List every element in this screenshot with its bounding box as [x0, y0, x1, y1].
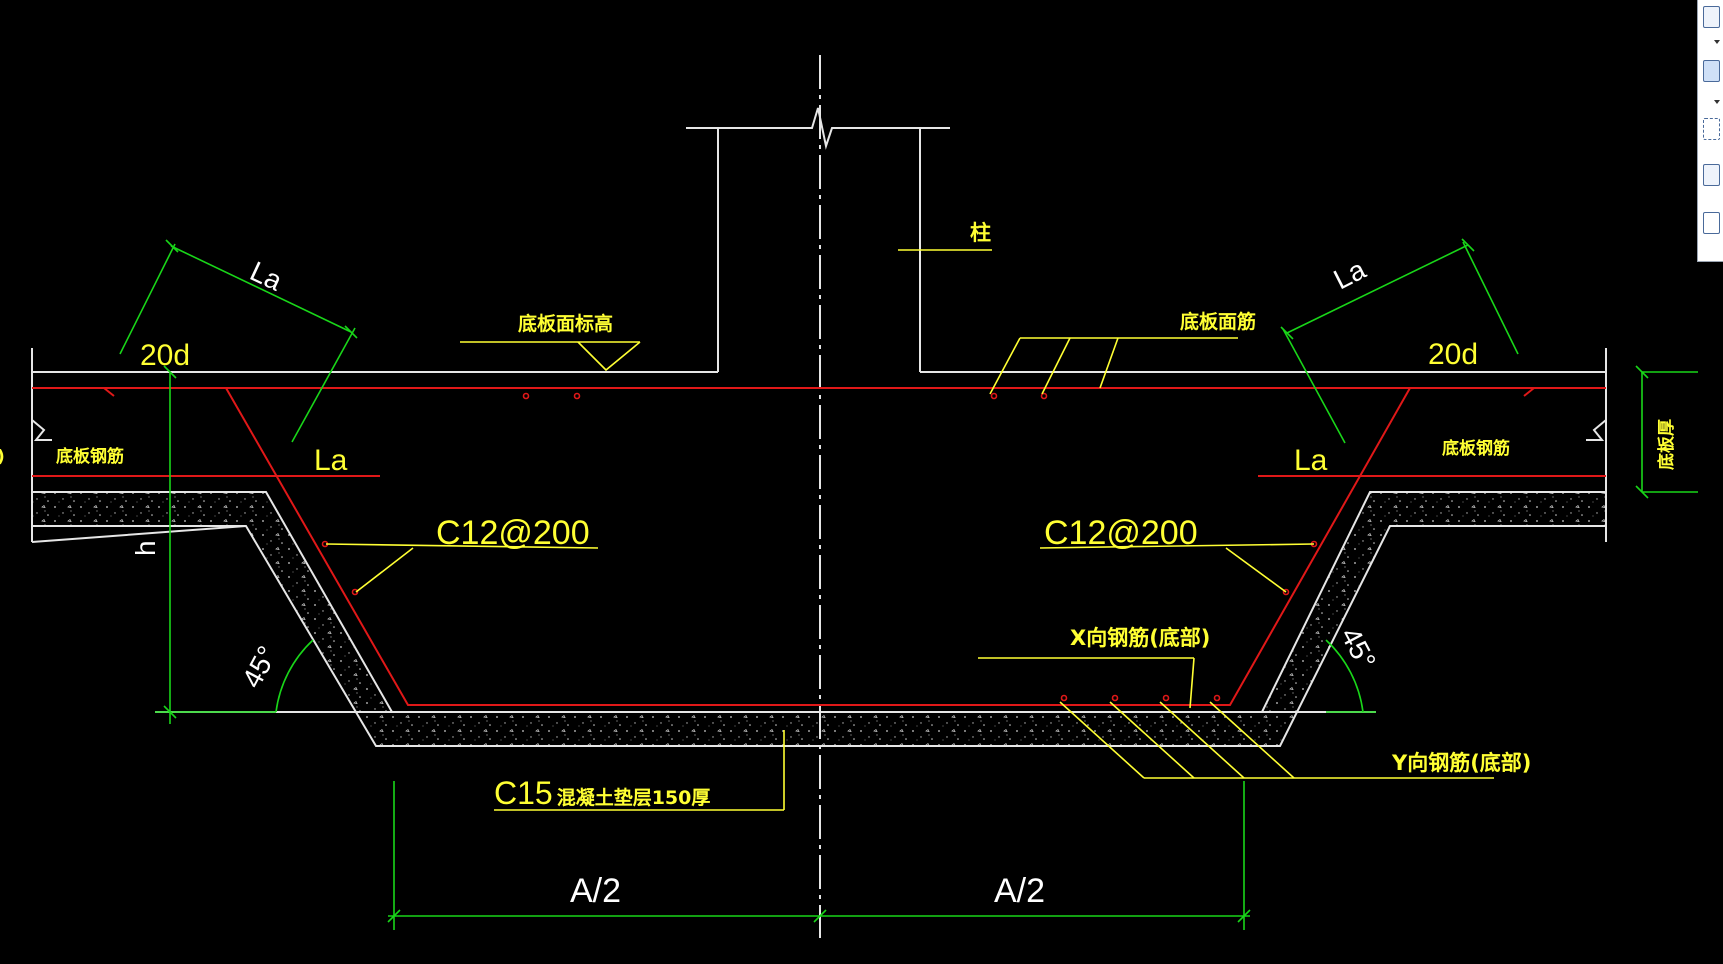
label-20d-left: 20d — [140, 339, 190, 372]
label-la-right: La — [1294, 444, 1328, 477]
label-angle-left: 45° — [236, 641, 283, 693]
label-y-rebar-bottom: Y向钢筋(底部) — [1391, 751, 1531, 775]
list-icon[interactable] — [1703, 212, 1720, 234]
label-column: 柱 — [970, 221, 991, 245]
window-icon[interactable] — [1703, 6, 1720, 28]
label-angle-right: 45° — [1335, 622, 1382, 674]
cushion-hatch — [32, 492, 1606, 746]
cube-icon[interactable] — [1703, 164, 1720, 186]
label-slope-rebar-right: C12@200 — [1044, 514, 1198, 552]
select-icon[interactable] — [1703, 118, 1720, 140]
label-slope-rebar-left: C12@200 — [436, 514, 590, 552]
label-depth-h: h — [130, 540, 161, 556]
label-half-width-left: A/2 — [570, 872, 621, 910]
label-la-diagonal-left: La — [245, 255, 287, 296]
label-la-diagonal-right: La — [1329, 253, 1371, 295]
leader-lines — [325, 249, 1494, 811]
label-slab-bottom-rebar-right: 底板钢筋 — [1442, 438, 1510, 459]
label-slab-top-rebar: 底板面筋 — [1180, 310, 1256, 333]
dropdown-arrow-icon[interactable] — [1714, 40, 1720, 44]
rebar-lines — [32, 387, 1606, 706]
label-half-width-right: A/2 — [994, 872, 1045, 910]
rebar-dots — [321, 392, 1318, 702]
label-la-left: La — [314, 444, 348, 477]
label-slab-top-elevation: 底板面标高 — [518, 312, 613, 335]
label-left-edge-partial: 筋) — [0, 446, 5, 467]
dimension-lines — [119, 238, 1698, 930]
dropdown-arrow-icon[interactable] — [1714, 100, 1720, 104]
label-x-rebar-bottom: X向钢筋(底部) — [1070, 626, 1210, 650]
label-slab-thickness: 底板厚 — [1656, 419, 1677, 470]
tool-palette — [1697, 0, 1723, 262]
label-slab-bottom-rebar-left: 底板钢筋 — [56, 446, 124, 467]
concrete-outline — [31, 107, 1607, 747]
label-20d-right: 20d — [1428, 338, 1478, 371]
folder-icon[interactable] — [1703, 60, 1720, 82]
